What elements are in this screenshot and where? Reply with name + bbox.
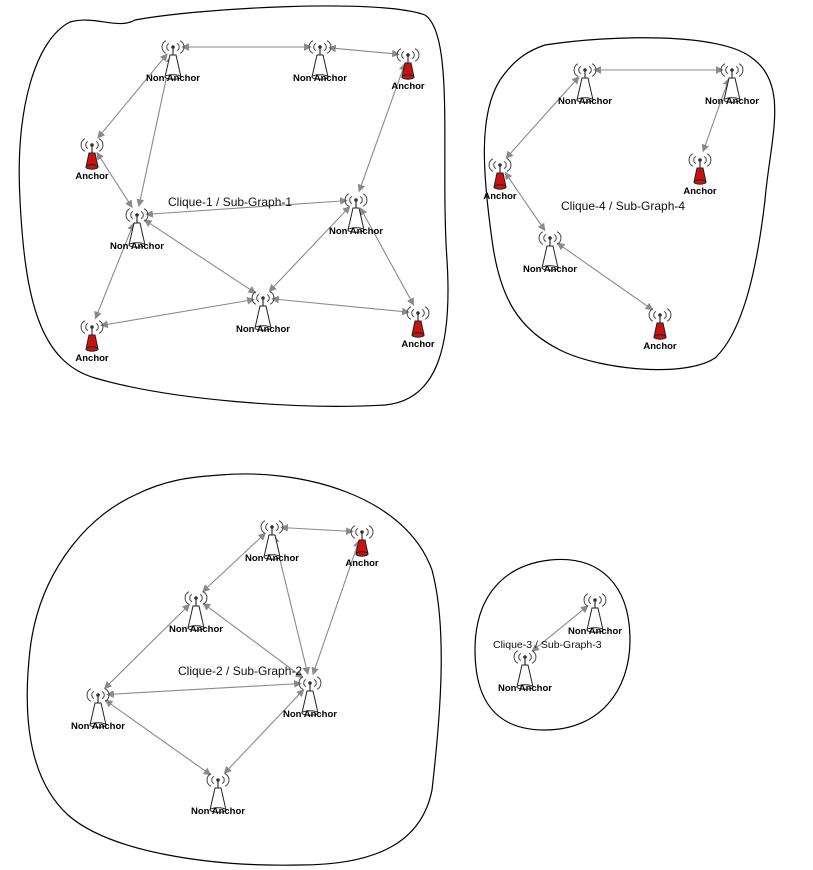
c4-edge-b-d [701, 77, 731, 153]
c1-edge-e-f [145, 197, 348, 218]
c1-node-d-label: Anchor [75, 171, 109, 182]
c1-node-b-label: Non Anchor [293, 73, 347, 84]
c4-node-b-label: Non Anchor [705, 96, 759, 107]
c4-node-b-non-anchor-icon [720, 63, 744, 103]
c1-node-c-anchor-icon [396, 48, 420, 80]
c2-edge-c-e [202, 602, 304, 679]
c2-label: Clique-2 / Sub-Graph-2 [178, 664, 302, 678]
c1-node-a-non-anchor-icon [161, 40, 185, 80]
c2-edge-a-c [202, 532, 266, 593]
c2-node-b-anchor-icon [350, 525, 374, 557]
c2-node-e-label: Non Anchor [283, 709, 337, 720]
clique-4-boundary [483, 37, 776, 371]
c2-node-c-label: Non Anchor [169, 624, 223, 635]
c1-edge-f-i [359, 207, 415, 306]
c1-edge-g-h [100, 296, 255, 329]
c2-edge-d-e [106, 680, 302, 698]
c4-node-c-label: Anchor [483, 191, 517, 202]
c2-edge-e-f [223, 688, 305, 775]
c2-node-c-non-anchor-icon [184, 591, 208, 631]
c1-node-g-label: Non Anchor [236, 324, 290, 335]
c1-label: Clique-1 / Sub-Graph-1 [168, 195, 292, 209]
c3-node-b-label: Non Anchor [498, 683, 552, 694]
c1-edge-c-f [357, 62, 407, 193]
c3-node-a-label: Non Anchor [568, 626, 622, 637]
clique-1-boundary [18, 5, 449, 407]
c2-node-f-non-anchor-icon [206, 773, 230, 813]
c4-node-a-label: Non Anchor [558, 96, 612, 107]
c3-edge-a-b [531, 605, 589, 652]
c2-edge-d-f [104, 699, 212, 776]
c4-label: Clique-4 / Sub-Graph-4 [561, 199, 685, 213]
c4-node-c-anchor-icon [488, 158, 512, 190]
clique-labels-layer: Clique-1 / Sub-Graph-1 Clique-4 / Sub-Gra… [168, 195, 685, 678]
c3-node-b-non-anchor-icon [513, 650, 537, 690]
c4-node-e-non-anchor-icon [538, 231, 562, 271]
c2-edge-b-e [311, 539, 361, 676]
c1-edge-d-e [96, 151, 133, 209]
c1-node-i-label: Anchor [401, 339, 435, 350]
c2-node-b-label: Anchor [345, 558, 379, 569]
c1-node-a-label: Non Anchor [146, 73, 200, 84]
c1-node-d-anchor-icon [80, 138, 104, 170]
c1-edge-e-g [143, 219, 257, 294]
c2-node-a-label: Non Anchor [245, 553, 299, 564]
c1-node-f-non-anchor-icon [344, 193, 368, 233]
c1-node-i-anchor-icon [406, 306, 430, 338]
c2-node-e-non-anchor-icon [298, 676, 322, 716]
c4-edge-a-c [505, 76, 580, 159]
c1-node-h-label: Anchor [75, 353, 109, 364]
clique-2-boundary [26, 473, 442, 866]
c3-label: Clique-3 / Sub-Graph-3 [493, 639, 602, 651]
edges-layer [94, 43, 731, 776]
c4-node-d-anchor-icon [688, 153, 712, 185]
c2-node-d-non-anchor-icon [86, 688, 110, 728]
c4-node-d-label: Anchor [683, 186, 717, 197]
c1-edge-g-i [271, 295, 410, 316]
c1-node-c-label: Anchor [391, 81, 425, 92]
c4-node-f-label: Anchor [643, 341, 677, 352]
c2-node-d-label: Non Anchor [71, 721, 125, 732]
c4-node-a-non-anchor-icon [573, 63, 597, 103]
c1-node-h-anchor-icon [80, 320, 104, 352]
c3-node-a-non-anchor-icon [583, 593, 607, 633]
c1-edge-a-d [97, 53, 168, 139]
c1-node-g-non-anchor-icon [251, 291, 275, 331]
c4-edge-e-f [556, 242, 654, 311]
c2-node-f-label: Non Anchor [191, 806, 245, 817]
c2-edge-a-b [280, 524, 354, 535]
c1-node-e-non-anchor-icon [125, 208, 149, 248]
c1-node-b-non-anchor-icon [308, 40, 332, 80]
c1-edge-f-g [268, 205, 351, 293]
c1-edge-e-h [94, 222, 135, 320]
c4-node-e-label: Non Anchor [523, 264, 577, 275]
c4-edge-c-e [504, 171, 546, 232]
c1-edge-b-c [328, 44, 400, 58]
clique-3-boundary [474, 558, 631, 731]
c4-node-f-anchor-icon [648, 308, 672, 340]
c2-edge-c-d [103, 603, 191, 690]
c1-node-e-label: Non Anchor [110, 241, 164, 252]
c2-node-a-non-anchor-icon [260, 520, 284, 560]
c1-node-f-label: Non Anchor [329, 226, 383, 237]
c1-edge-a-e [136, 55, 174, 207]
